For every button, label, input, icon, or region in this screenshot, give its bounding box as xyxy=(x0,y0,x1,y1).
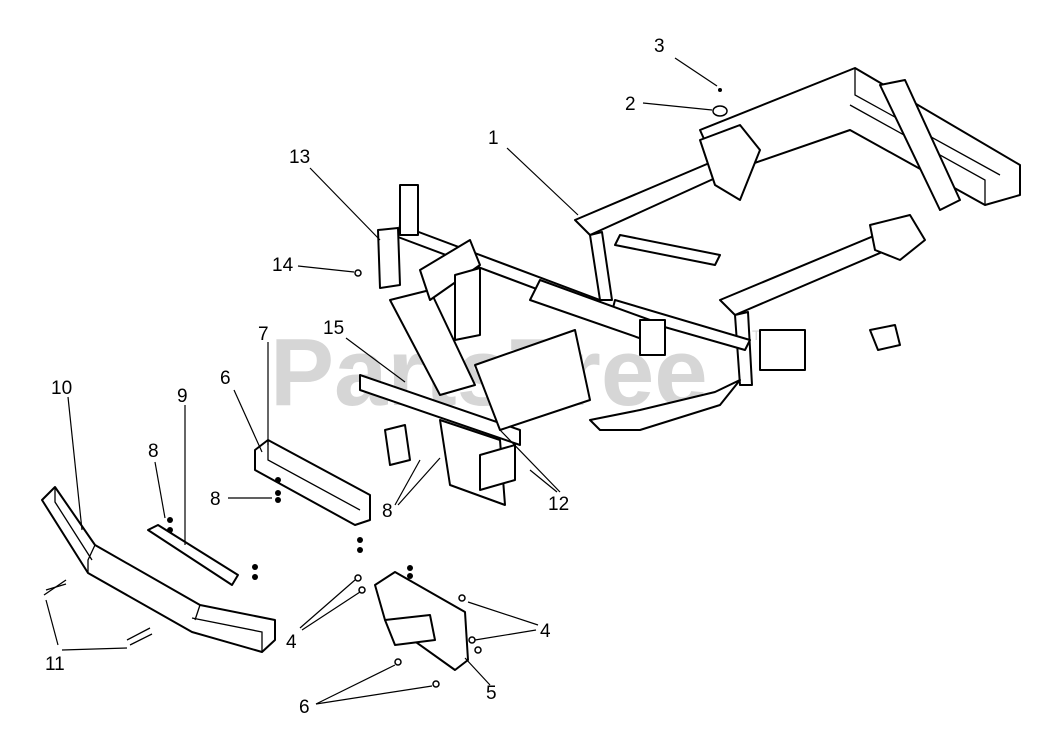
front-bulkhead-right xyxy=(474,329,591,431)
callout-labels: 3 2 1 13 14 15 7 6 9 10 8 8 8 12 4 4 5 6… xyxy=(45,36,665,718)
bolts-11[interactable] xyxy=(43,579,153,646)
callout-1: 1 xyxy=(488,128,499,149)
callout-6b: 6 xyxy=(299,697,310,718)
frame-lower-rail xyxy=(589,379,741,431)
callout-12: 12 xyxy=(548,494,569,515)
screw-14[interactable] xyxy=(354,269,362,277)
front-tab xyxy=(639,319,666,356)
callout-4a: 4 xyxy=(286,632,297,653)
front-bulkhead-left xyxy=(389,289,476,396)
mounting-plate-7-edge xyxy=(267,440,361,511)
callout-4b: 4 xyxy=(540,621,551,642)
front-bumper-10[interactable] xyxy=(41,486,276,653)
callout-3: 3 xyxy=(654,36,665,57)
leader-lines xyxy=(45,57,718,705)
frame-seat-mount xyxy=(699,124,761,201)
callout-6a: 6 xyxy=(220,368,231,389)
callout-8b: 8 xyxy=(210,489,221,510)
front-hitch-socket xyxy=(479,444,516,491)
front-bumper-mount-bar xyxy=(359,374,521,446)
frame-left-post xyxy=(589,231,613,301)
bracket-13[interactable] xyxy=(377,227,401,289)
front-lower-tab xyxy=(384,424,411,466)
hitch-receiver-5 xyxy=(384,614,436,646)
bushing-2[interactable] xyxy=(712,105,728,117)
callout-2: 2 xyxy=(625,94,636,115)
front-bumper-10-edges xyxy=(54,487,263,652)
callout-15: 15 xyxy=(323,318,344,339)
callout-7: 7 xyxy=(258,324,269,345)
callout-8c: 8 xyxy=(382,501,393,522)
frame-shock-mount xyxy=(869,214,926,261)
frame-bracket xyxy=(759,329,806,371)
callout-13: 13 xyxy=(289,147,310,168)
frame-rear-inner xyxy=(849,68,1001,205)
frame-foot xyxy=(869,324,901,351)
frame-rear-diagonal xyxy=(879,79,961,211)
front-plate-upright xyxy=(454,267,481,341)
nut-3[interactable] xyxy=(718,88,722,92)
callout-5: 5 xyxy=(486,683,497,704)
strip-9[interactable] xyxy=(147,524,239,586)
front-diagonal-strut xyxy=(419,239,481,301)
hardware-nuts[interactable] xyxy=(167,477,482,688)
callout-8a: 8 xyxy=(148,441,159,462)
front-upright-left xyxy=(399,184,419,236)
callout-14: 14 xyxy=(272,255,294,276)
mounting-plate-7[interactable] xyxy=(254,439,371,526)
frame-crossmember xyxy=(614,234,721,266)
callout-10: 10 xyxy=(51,378,72,399)
main-frame[interactable] xyxy=(359,67,1021,506)
callout-9: 9 xyxy=(177,386,188,407)
callout-11: 11 xyxy=(45,654,65,675)
